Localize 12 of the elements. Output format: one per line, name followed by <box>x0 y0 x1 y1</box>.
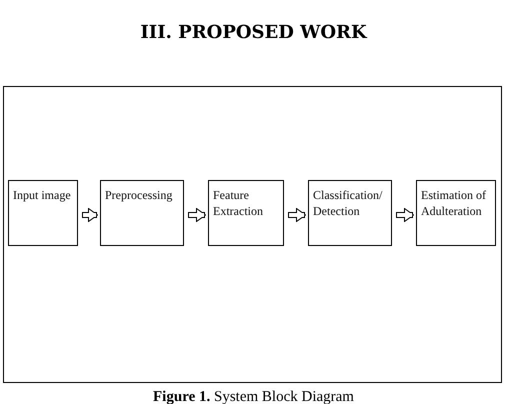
figure-caption: Figure 1. System Block Diagram <box>152 389 355 404</box>
box-label: Classification/ Detection <box>313 187 384 220</box>
section-heading: III. PROPOSED WORK <box>139 22 368 43</box>
process-box <box>416 180 496 246</box>
box-label: Preprocessing <box>105 187 174 204</box>
box-label: Estimation of Adulteration <box>421 187 487 220</box>
process-box <box>208 180 284 246</box>
process-box <box>100 180 184 246</box>
process-box <box>308 180 392 246</box>
box-label: Input image <box>13 187 72 204</box>
box-label: Feature Extraction <box>213 187 264 220</box>
process-box <box>8 180 78 246</box>
